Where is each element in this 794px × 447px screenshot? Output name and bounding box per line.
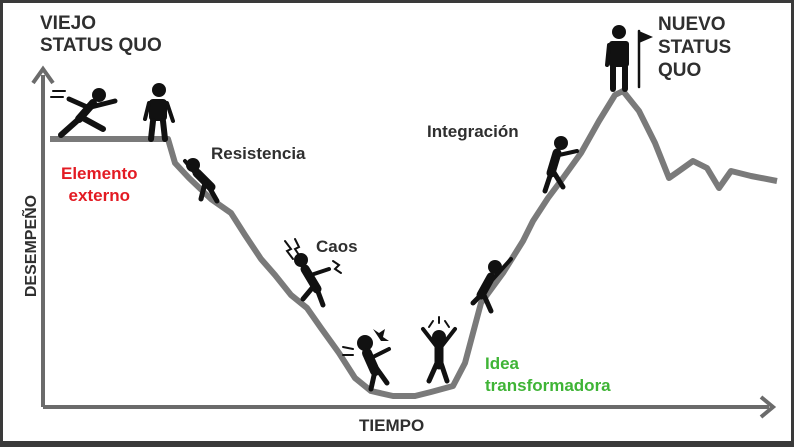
performance-curve (50, 88, 778, 399)
resistance-label: Resistencia (211, 144, 306, 163)
diagram-canvas: VIEJO STATUS QUO NUEVO STATUS QUO Elemen… (3, 3, 791, 441)
change-curve-diagram (31, 25, 778, 419)
y-axis-arrow-icon (31, 65, 55, 85)
x-axis-label: TIEMPO (359, 416, 425, 435)
jumping-figure-icon (421, 316, 457, 384)
running-figure-icon (50, 88, 118, 138)
old-status-label: VIEJO STATUS QUO (40, 13, 162, 56)
axes (31, 65, 777, 419)
leader-flag-icon (605, 25, 653, 92)
climbing-figure-icon (470, 257, 513, 314)
climbing-figure-icon (183, 158, 220, 204)
chaos-figure-icon (284, 238, 342, 308)
confused-figure-icon (342, 329, 391, 392)
new-status-label: NUEVO STATUS QUO (658, 14, 732, 82)
external-element-label: Elemento externo (61, 164, 138, 206)
y-axis-label: DESEMPEÑO (23, 194, 40, 298)
standing-figure-icon (143, 83, 175, 142)
x-axis-arrow-icon (759, 395, 777, 419)
climbing-figure-icon (542, 136, 579, 194)
integration-label: Integración (427, 122, 519, 141)
transform-idea-label: Idea transformadora (485, 354, 611, 396)
chaos-label: Caos (316, 237, 358, 256)
